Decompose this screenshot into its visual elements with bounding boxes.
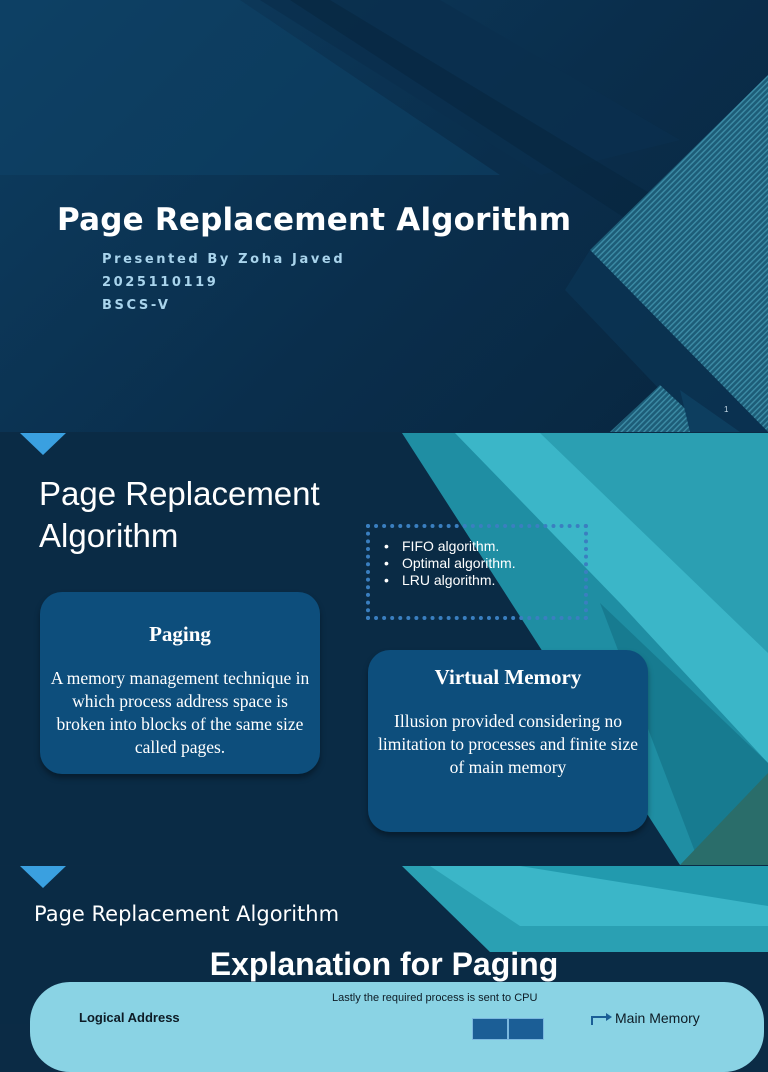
slide3-heading: Explanation for Paging bbox=[209, 946, 559, 982]
title-slide: Page Replacement Algorithm Presented By … bbox=[0, 0, 768, 432]
algorithm-list-box: FIFO algorithm. Optimal algorithm. LRU a… bbox=[366, 524, 588, 620]
main-memory-label: Main Memory bbox=[615, 1010, 700, 1026]
slide2-title: Page Replacement Algorithm bbox=[39, 475, 320, 554]
page-number: 1 bbox=[724, 405, 729, 414]
virtual-memory-description: Illusion provided considering no limitat… bbox=[378, 711, 639, 777]
paging-heading: Paging bbox=[149, 622, 211, 646]
triangle-marker-icon bbox=[20, 866, 66, 888]
arrow-right-icon bbox=[591, 1013, 612, 1025]
cpu-note: Lastly the required process is sent to C… bbox=[332, 992, 538, 1004]
paging-description: A memory management technique in which p… bbox=[50, 668, 310, 757]
triangle-marker-icon bbox=[20, 433, 66, 455]
list-item: FIFO algorithm. bbox=[384, 538, 542, 555]
memory-block bbox=[508, 1018, 544, 1040]
slide1-decoration bbox=[0, 0, 768, 432]
slide1-title: Page Replacement Algorithm bbox=[57, 202, 572, 238]
student-id: 2025110119 bbox=[102, 275, 219, 290]
paging-card: Paging A memory management technique in … bbox=[40, 592, 320, 774]
presenter-name: Presented By Zoha Javed bbox=[102, 252, 346, 267]
virtual-memory-heading: Virtual Memory bbox=[434, 665, 582, 689]
slide3-decoration bbox=[20, 866, 768, 952]
list-item: LRU algorithm. bbox=[384, 572, 542, 589]
memory-block bbox=[472, 1018, 508, 1040]
class-name: BSCS-V bbox=[102, 298, 171, 313]
virtual-memory-card: Virtual Memory Illusion provided conside… bbox=[368, 650, 648, 832]
logical-address-label: Logical Address bbox=[79, 1010, 180, 1025]
slide3-title: Page Replacement Algorithm bbox=[34, 902, 340, 926]
list-item: Optimal algorithm. bbox=[384, 555, 542, 572]
